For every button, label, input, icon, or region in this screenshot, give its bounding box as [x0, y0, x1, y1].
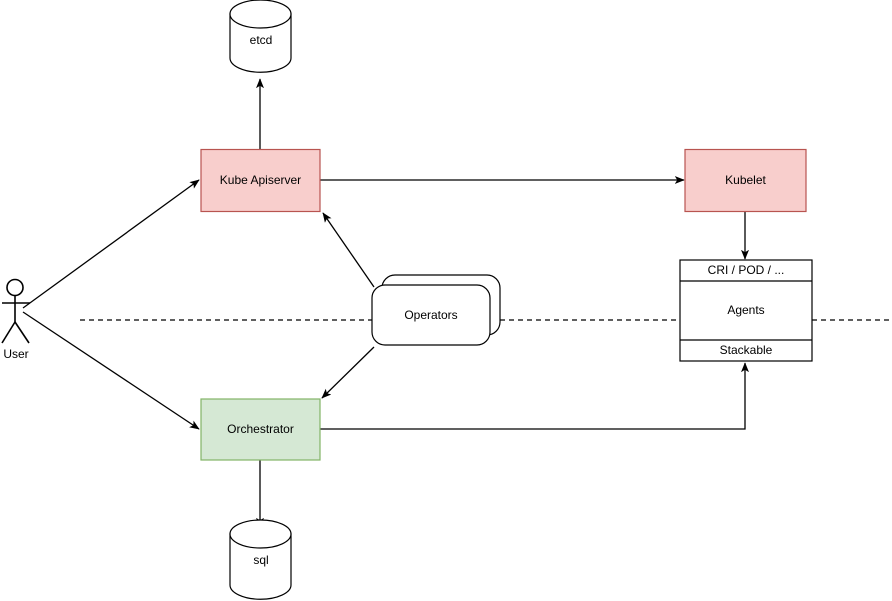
node-agents-header-label: CRI / POD / ...: [708, 263, 785, 277]
node-etcd-label: etcd: [250, 33, 273, 47]
node-agents[interactable]: CRI / POD / ... Agents Stackable: [679, 259, 813, 362]
node-kubelet[interactable]: Kubelet: [684, 148, 807, 213]
node-operators[interactable]: Operators: [371, 274, 501, 346]
edge-operators-to-apiserver: [322, 212, 375, 288]
node-kube-apiserver[interactable]: Kube Apiserver: [200, 148, 321, 213]
node-orchestrator-label: Orchestrator: [227, 422, 294, 436]
actor-head-icon: [6, 278, 24, 297]
node-kube-apiserver-label: Kube Apiserver: [220, 173, 301, 187]
node-sql[interactable]: sql: [229, 519, 292, 600]
edge-user-to-apiserver: [22, 179, 200, 309]
node-user-label: User: [3, 347, 28, 361]
node-agents-footer-label: Stackable: [720, 343, 773, 357]
actor-right-leg-line: [14, 321, 30, 344]
node-agents-label: Agents: [727, 303, 764, 317]
node-user-actor[interactable]: User: [1, 278, 30, 362]
node-sql-label: sql: [253, 553, 268, 567]
node-orchestrator[interactable]: Orchestrator: [200, 398, 321, 461]
node-operators-label: Operators: [404, 308, 457, 322]
edge-operators-to-orchestrator: [321, 346, 375, 399]
edge-orchestrator-to-stackable: [320, 362, 749, 430]
node-kubelet-label: Kubelet: [725, 173, 766, 187]
operators-front-card: [371, 284, 491, 346]
actor-left-leg-line: [1, 321, 16, 344]
edge-user-to-orchestrator: [22, 311, 200, 430]
node-etcd[interactable]: etcd: [229, 0, 292, 73]
